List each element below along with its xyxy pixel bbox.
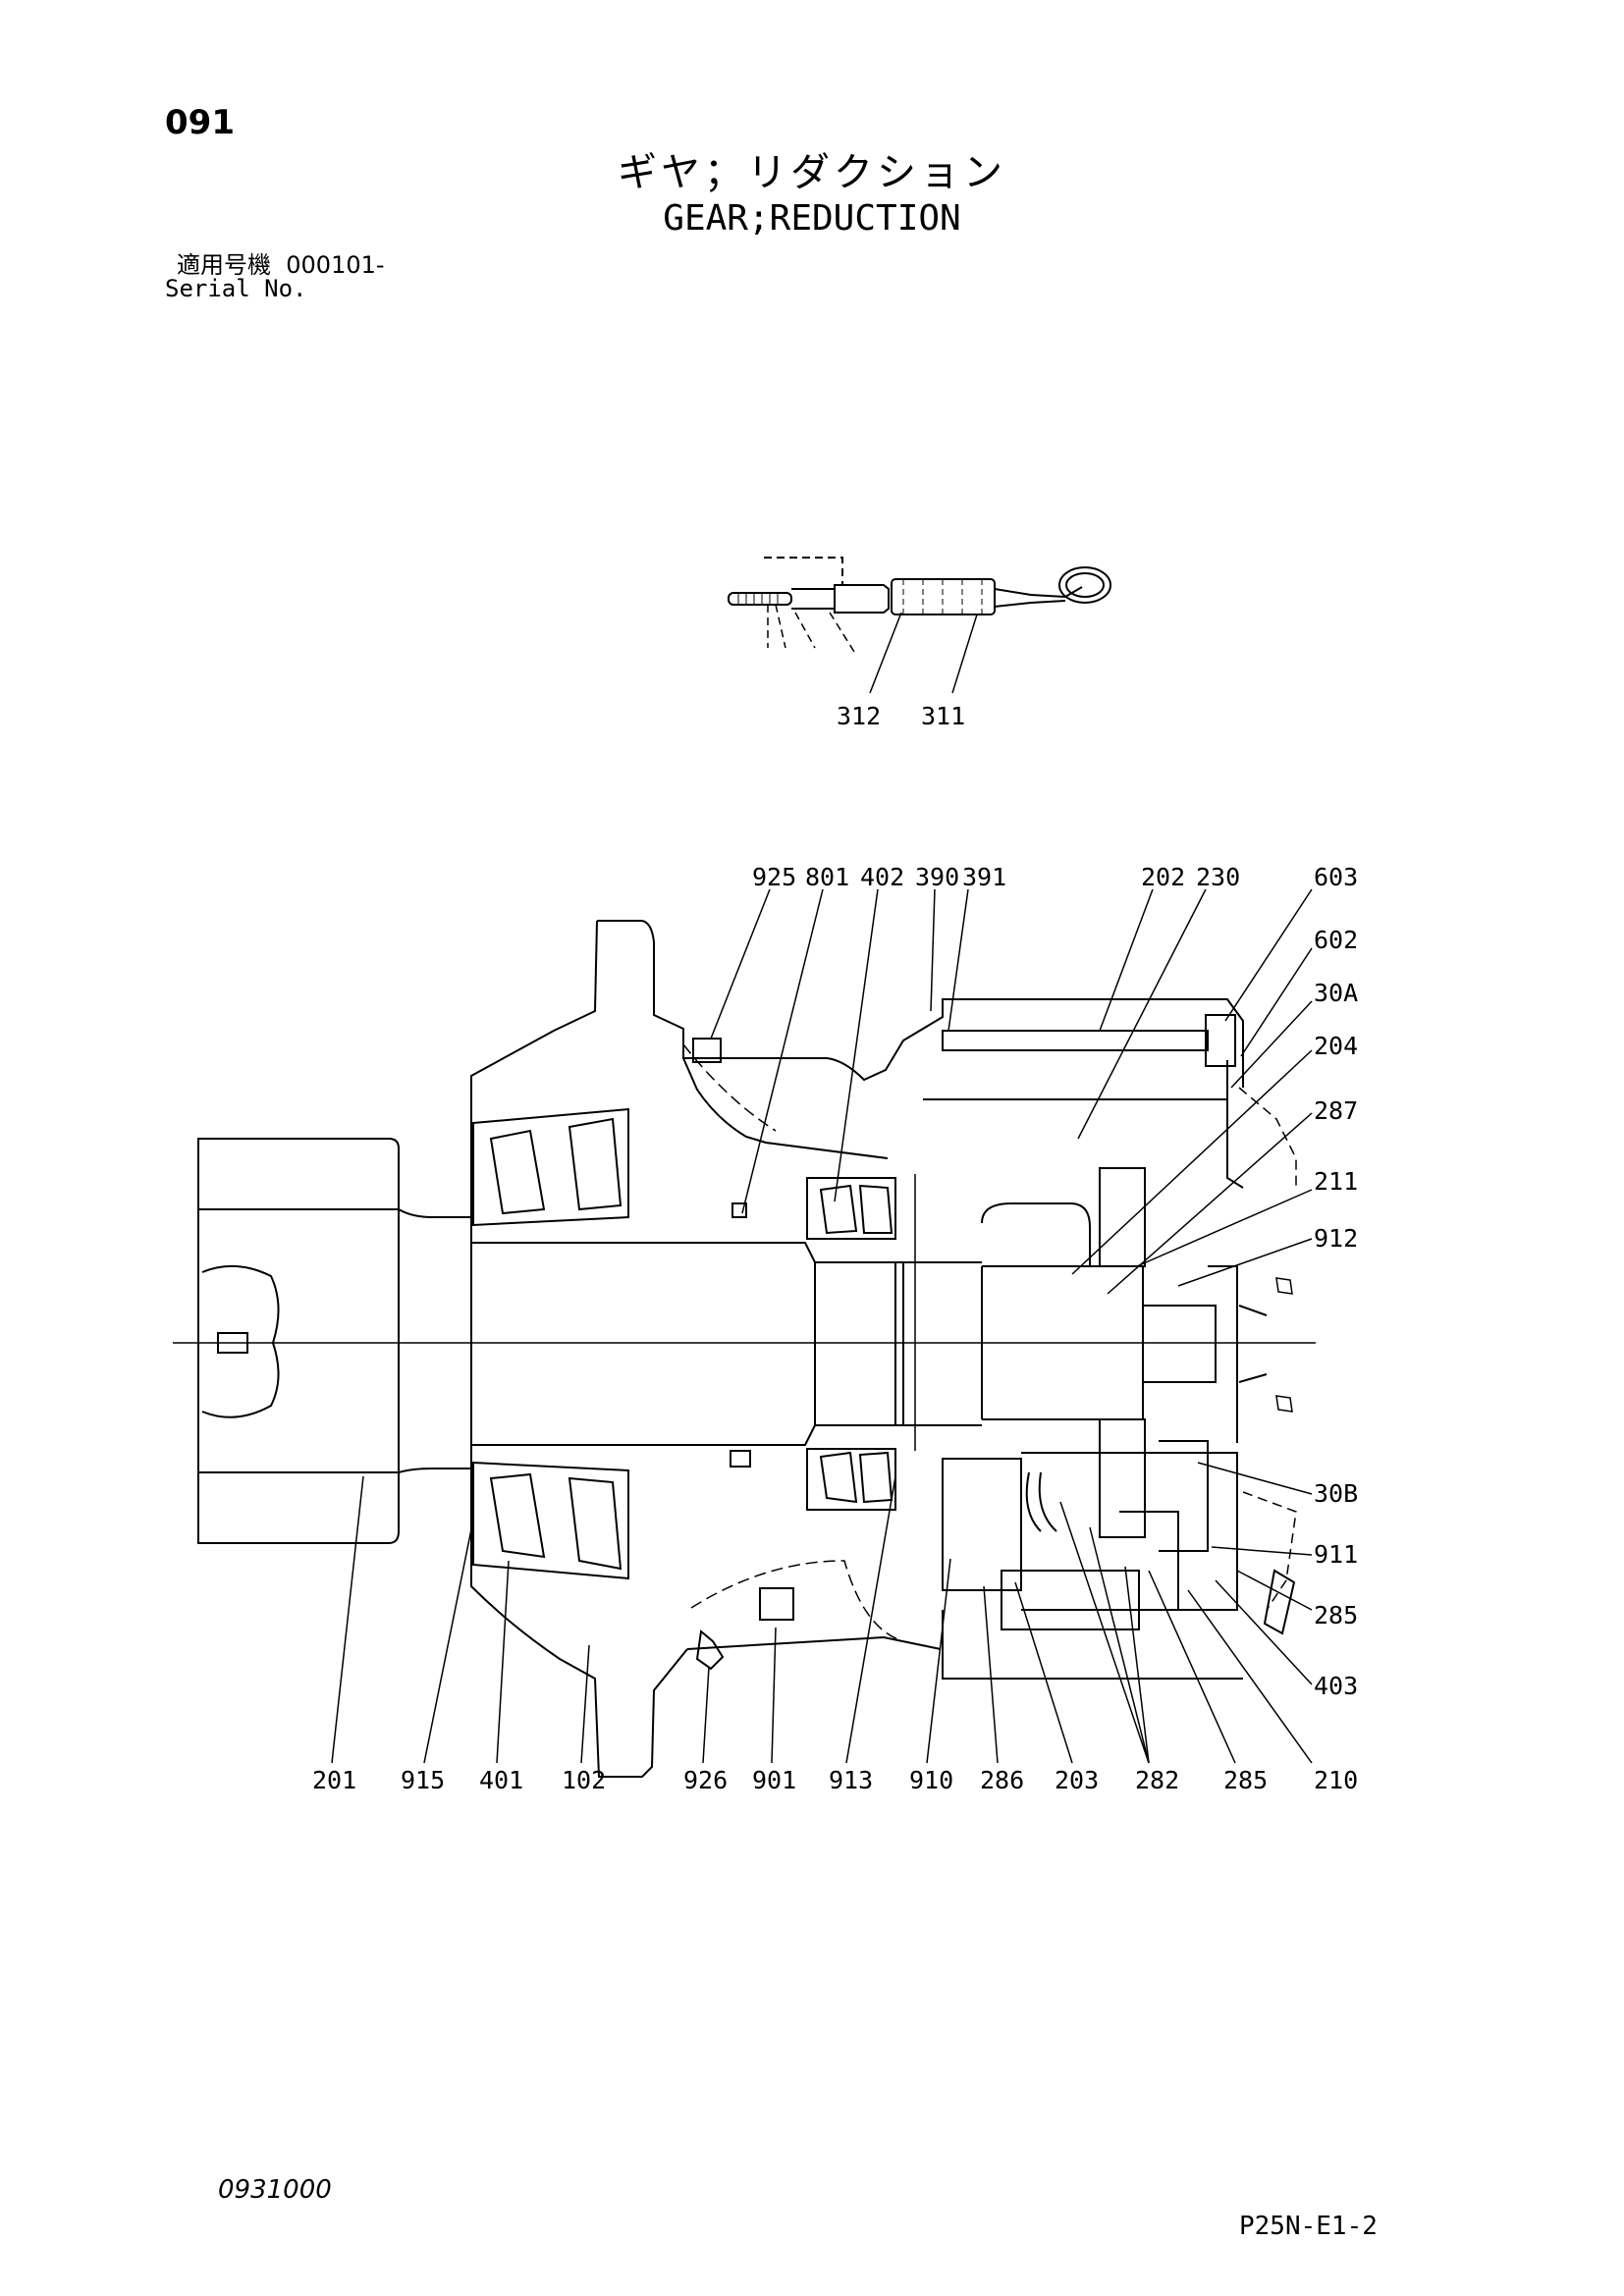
callout-926: 926 — [683, 1766, 728, 1794]
callout-30a: 30A — [1314, 979, 1358, 1007]
callout-labels: 312 311 925 801 402 390 391 202 230 603 … — [312, 702, 1358, 1794]
leader-lines — [331, 888, 1313, 1764]
callout-801: 801 — [805, 863, 849, 891]
page-number: 091 — [165, 103, 235, 142]
callout-391: 391 — [962, 863, 1006, 891]
callout-403: 403 — [1314, 1672, 1358, 1700]
title-japanese: ギヤ；リダクション — [618, 150, 1006, 195]
planetary-gear-set — [942, 1087, 1297, 1630]
callout-910: 910 — [909, 1766, 953, 1794]
callout-204: 204 — [1314, 1032, 1358, 1060]
serial-value: 000101- — [286, 251, 385, 279]
callout-285-bottom: 285 — [1223, 1766, 1268, 1794]
fasteners — [692, 1014, 1296, 1671]
callout-312: 312 — [837, 702, 881, 730]
dipstick-inset — [728, 557, 1111, 694]
callout-401: 401 — [479, 1766, 523, 1794]
page-code: P25N-E1-2 — [1239, 2212, 1378, 2241]
callout-210: 210 — [1314, 1766, 1358, 1794]
bearing-large — [472, 1107, 629, 1580]
bearing-small — [806, 1177, 896, 1511]
document-code: 0931000 — [218, 2175, 332, 2205]
callout-602: 602 — [1314, 926, 1358, 954]
callout-912: 912 — [1314, 1224, 1358, 1253]
callout-603: 603 — [1314, 863, 1358, 891]
serial-label-english: Serial No. — [165, 275, 307, 302]
callout-202: 202 — [1141, 863, 1185, 891]
callout-913: 913 — [829, 1766, 873, 1794]
main-housing — [470, 920, 1244, 1778]
callout-901: 901 — [752, 1766, 796, 1794]
callout-203: 203 — [1055, 1766, 1099, 1794]
drive-flange — [196, 1138, 472, 1544]
serial-label-jp-text: 適用号機 — [177, 251, 271, 279]
callout-402: 402 — [860, 863, 904, 891]
callout-915: 915 — [401, 1766, 445, 1794]
serial-label-japanese: 適用号機 000101- — [177, 253, 385, 277]
title-english: GEAR;REDUCTION — [663, 198, 961, 239]
callout-282: 282 — [1135, 1766, 1179, 1794]
callout-211: 211 — [1314, 1167, 1358, 1196]
callout-390: 390 — [915, 863, 959, 891]
callout-925: 925 — [752, 863, 796, 891]
callout-311: 311 — [921, 702, 965, 730]
callout-911: 911 — [1314, 1540, 1358, 1569]
callout-102: 102 — [562, 1766, 606, 1794]
callout-287: 287 — [1314, 1096, 1358, 1125]
callout-285-right: 285 — [1314, 1601, 1358, 1629]
callout-286: 286 — [980, 1766, 1024, 1794]
callout-201: 201 — [312, 1766, 356, 1794]
callout-230: 230 — [1196, 863, 1240, 891]
output-shaft — [471, 1242, 1217, 1446]
callout-30b: 30B — [1314, 1479, 1358, 1508]
